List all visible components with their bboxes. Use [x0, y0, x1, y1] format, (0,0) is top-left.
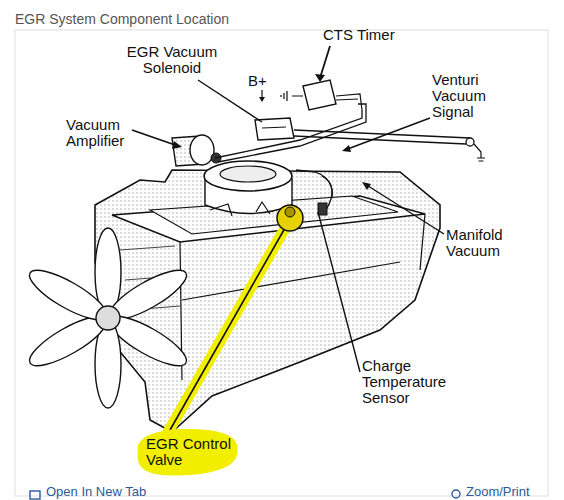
part-label: B+ [248, 73, 278, 89]
ground-symbol [281, 91, 303, 101]
leader-line [365, 184, 444, 234]
open-tab-icon [30, 491, 40, 499]
arrowhead [342, 145, 351, 152]
part-label: Vacuum Amplifier [66, 117, 146, 149]
highlight-callout: EGR Control Valve [132, 427, 240, 477]
image-frame [15, 30, 548, 496]
fan [24, 228, 193, 408]
leader-line [318, 212, 360, 372]
amplifier-cap [190, 135, 214, 165]
leader-line [345, 118, 430, 150]
hose-ground [474, 144, 485, 161]
leader-line [170, 228, 285, 430]
egr-valve [277, 205, 303, 231]
part-label: CTS Timer [323, 27, 413, 43]
solenoid-detail [262, 127, 286, 128]
part-label: Charge Temperature Sensor [362, 358, 462, 406]
carburetor-top [204, 161, 292, 191]
leader-line [132, 130, 178, 146]
part-label: Zoom/Print [466, 484, 546, 499]
cts-timer-box [303, 80, 336, 110]
air-horn [220, 166, 276, 182]
leader-line [320, 46, 330, 78]
fan-hub [96, 306, 120, 330]
vacuum-hose [218, 104, 366, 162]
zoom-icon [452, 490, 460, 498]
callout-text: EGR Control Valve [146, 436, 238, 468]
arrowhead [259, 97, 265, 102]
arrowhead [172, 141, 182, 149]
timer-wires [336, 94, 362, 110]
hose-end [466, 138, 474, 146]
charge-temp-sensor [318, 203, 327, 215]
part-label: Venturi Vacuum Signal [432, 72, 496, 120]
vacuum-hose [215, 110, 362, 158]
highlight-fill [138, 429, 238, 476]
carburetor-linkage [210, 202, 270, 216]
part-label: Open In New Tab [46, 484, 176, 499]
diagram-title: EGR System Component Location [15, 11, 229, 27]
arrowhead [315, 74, 325, 82]
manifold-vacuum-hose [296, 170, 332, 198]
egr-valve-cap [285, 207, 295, 217]
arrowhead [362, 182, 371, 190]
part-label: EGR Vacuum Solenoid [122, 44, 222, 76]
part-label: Manifold Vacuum [446, 227, 521, 259]
